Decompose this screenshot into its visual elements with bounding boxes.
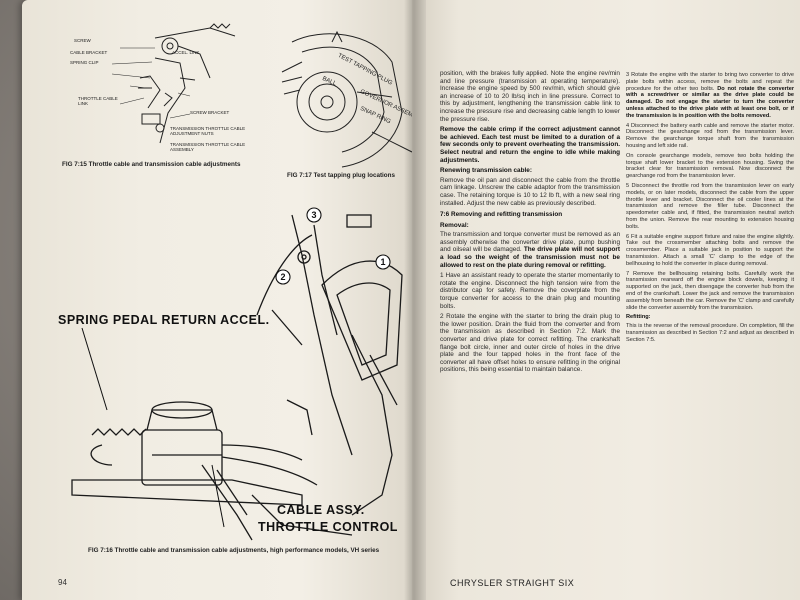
fig-15-caption-text: Throttle cable and transmission cable ad…: [88, 161, 241, 168]
fig-17-number: FIG 7:17: [287, 172, 312, 179]
removal-step-2: 2 Rotate the engine with the starter to …: [440, 313, 620, 374]
removal-step-5: 5 Disconnect the throttle rod from the t…: [626, 182, 794, 230]
removal-warning: The drive plate will not support a load …: [440, 246, 620, 269]
fig-15-label-screw: SCREW: [74, 38, 91, 43]
fig-16-callout-spring: SPRING PEDAL RETURN ACCEL.: [58, 313, 270, 327]
removal-heading: Removal:: [440, 221, 469, 229]
fig-15-label-accel-link: ACCEL. LINK: [172, 50, 200, 55]
removal-step-3-text: 3 Rotate the engine with the starter to …: [626, 72, 794, 92]
fig-7-15-diagram: [111, 23, 236, 144]
running-footer: CHRYSLER STRAIGHT SIX: [450, 578, 575, 588]
fig-7-16-diagram: 3 2 1: [71, 207, 403, 541]
fig-16-marker-3: 3: [311, 210, 316, 220]
removal-intro: The transmission and torque converter mu…: [440, 231, 620, 269]
fig-15-label-throttle-cable-link: THROTTLE CABLE LINK: [78, 96, 118, 106]
right-column-2: 3 Rotate the engine with the starter to …: [626, 72, 794, 346]
right-column-1: position, with the brakes fully applied.…: [440, 70, 620, 377]
fig-16-caption-text: Throttle cable and transmission cable ad…: [114, 547, 380, 554]
removal-step-7: 7 Remove the bellhousing retaining bolts…: [626, 270, 794, 311]
refitting-text: This is the reverse of the removal proce…: [626, 323, 794, 343]
removal-step-1: 1 Have an assistant ready to operate the…: [440, 272, 620, 310]
book-gutter: [404, 0, 426, 600]
renewing-heading: Renewing transmission cable:: [440, 167, 532, 175]
fig-15-label-spring-clip: SPRING CLIP: [70, 60, 99, 65]
fig-16-marker-1: 1: [380, 257, 385, 267]
fig-16-number: FIG 7:16: [88, 547, 113, 554]
fig-15-label-adjustment-nuts: TRANSMISSION THROTTLE CABLE ADJUSTMENT N…: [170, 126, 246, 136]
fig-16-marker-2: 2: [280, 272, 285, 282]
page-number: 94: [58, 578, 67, 587]
fig-16-callout-cable-1: CABLE ASSY.: [277, 503, 365, 517]
gearchange-note: On console gearchange models, remove two…: [626, 152, 794, 180]
fig-15-number: FIG 7:15: [62, 161, 87, 168]
right-page: position, with the brakes fully applied.…: [412, 0, 800, 600]
removal-step-4: 4 Disconnect the battery earth cable and…: [626, 122, 794, 149]
removal-step-3-warning: Do not rotate the converter with a screw…: [626, 85, 795, 119]
removal-intro-text: The transmission and torque converter mu…: [440, 231, 620, 254]
fig-7-17-diagram: [281, 30, 413, 168]
fig-17-caption: FIG 7:17 Test tapping plug locations: [287, 172, 422, 180]
left-page: SCREW CABLE BRACKET SPRING CLIP ACCEL. L…: [22, 0, 422, 600]
adjustment-warning: Remove the cable crimp if the correct ad…: [440, 126, 620, 164]
refitting-heading: Refitting:: [626, 314, 651, 321]
fig-17-caption-text: Test tapping plug locations: [313, 172, 396, 179]
fig-15-label-cable-bracket: CABLE BRACKET: [70, 50, 108, 55]
fig-15-label-cable-assembly: TRANSMISSION THROTTLE CABLE ASSEMBLY: [170, 142, 246, 152]
fig-16-callout-cable-2: THROTTLE CONTROL: [258, 520, 398, 534]
fig-16-caption: FIG 7:16 Throttle cable and transmission…: [88, 547, 418, 555]
removal-step-6: 6 Fit a suitable engine support fixture …: [626, 233, 794, 267]
fig-15-label-screw-bracket: SCREW BRACKET: [190, 110, 230, 115]
fig-15-caption: FIG 7:15 Throttle cable and transmission…: [62, 161, 262, 169]
adjustment-paragraph: position, with the brakes fully applied.…: [440, 70, 620, 123]
section-heading: 7:6 Removing and refitting transmission: [440, 211, 563, 219]
renewing-text: Remove the oil pan and disconnect the ca…: [440, 176, 620, 207]
removal-step-3: 3 Rotate the engine with the starter to …: [626, 72, 794, 120]
